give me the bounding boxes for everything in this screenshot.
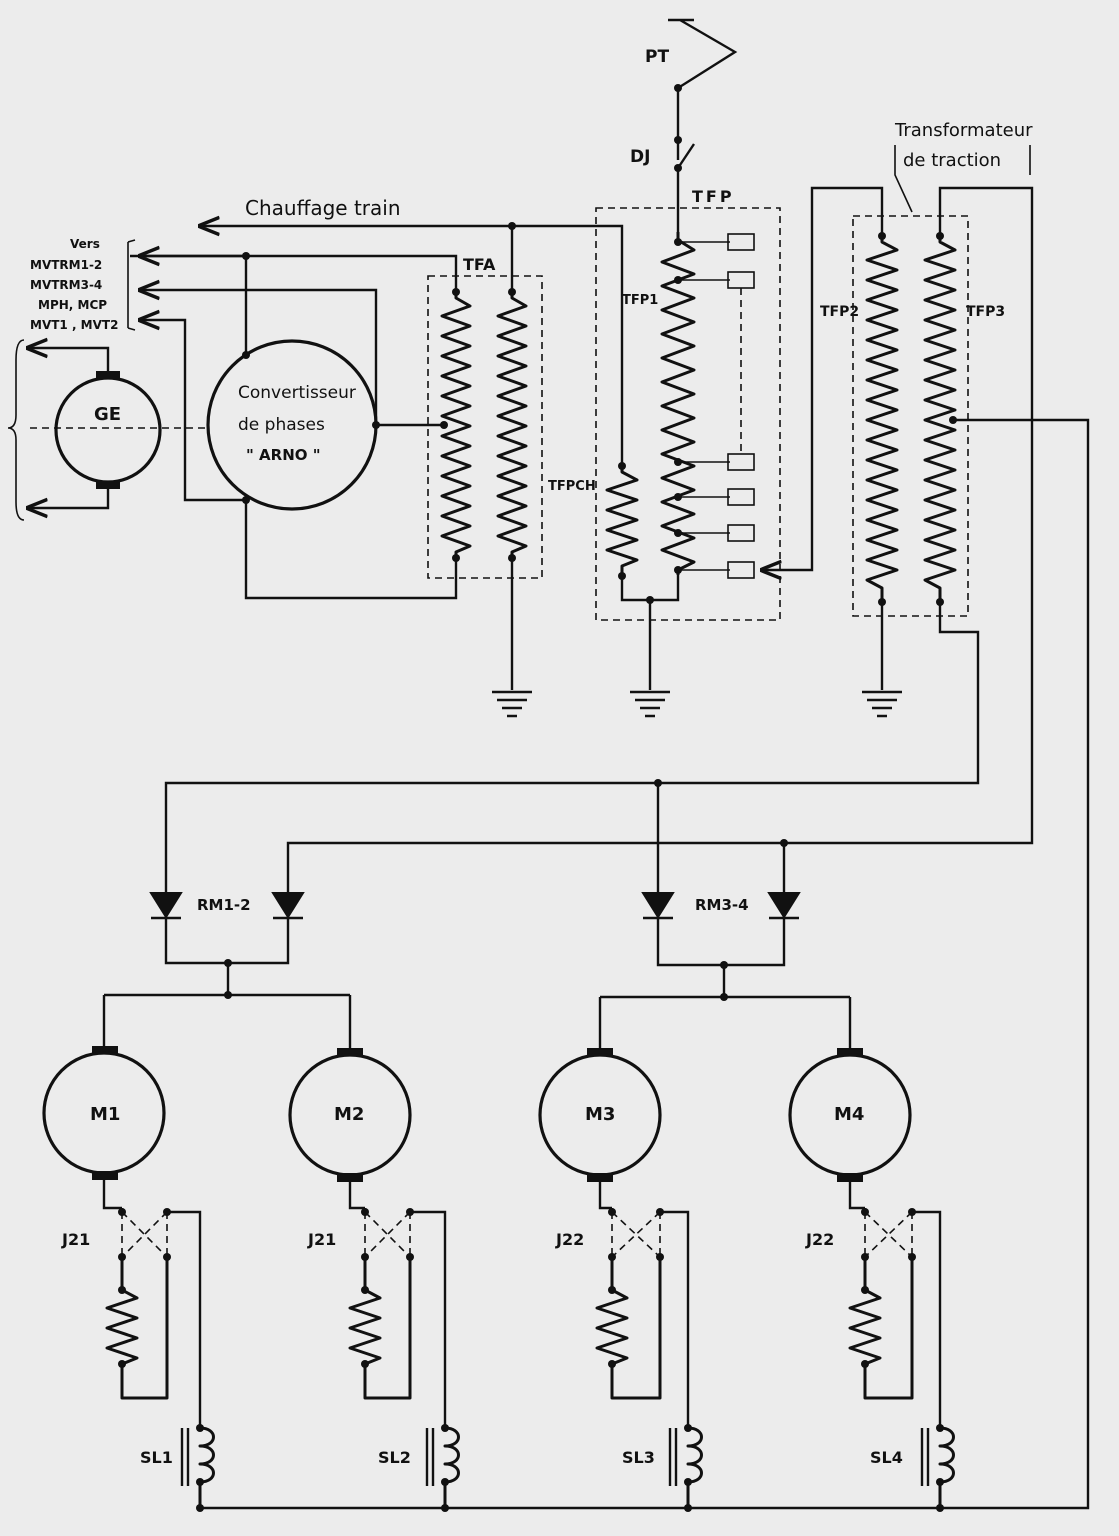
tfp1-label: TFP1 [622, 293, 658, 308]
arno-line1: Convertisseur [238, 383, 356, 403]
tfa-coil-left [440, 292, 472, 558]
chauffage-train-label: Chauffage train [245, 196, 401, 220]
motor-m1-field-circuit [102, 1180, 215, 1508]
transfo-label-line2: de traction [903, 150, 1001, 171]
vers-mph-mcp: MPH, MCP [38, 298, 107, 312]
ground-symbol-tfp [630, 690, 670, 718]
j21b-label: J21 [307, 1230, 336, 1249]
tfp1-coil [660, 232, 696, 575]
tfp2-label: TFP2 [820, 304, 859, 320]
motor-m3-field-circuit [595, 1182, 703, 1508]
sl2-label: SL2 [378, 1448, 411, 1467]
tfa-label: TFA [463, 255, 496, 274]
tfpch-label: TFPCH [548, 479, 596, 494]
motor-m4-field-circuit [848, 1182, 955, 1508]
m2-label: M2 [334, 1104, 364, 1125]
dj-label: DJ [630, 147, 650, 167]
pt-label: PT [645, 47, 669, 67]
m3-label: M3 [585, 1104, 615, 1125]
circuit-breaker-dj [676, 138, 695, 232]
pantograph [668, 18, 738, 138]
rm34-label: RM3-4 [695, 896, 749, 914]
arno-line2: de phases [238, 415, 325, 435]
j22b-label: J22 [805, 1230, 834, 1249]
sl1-label: SL1 [140, 1448, 173, 1467]
ge-label: GE [94, 404, 121, 425]
vers-mvtrm12: MVTRM1-2 [30, 258, 102, 272]
tfp3-label: TFP3 [966, 304, 1005, 320]
tfp3-coil [923, 236, 957, 602]
tfp-box [595, 207, 781, 621]
sl4-label: SL4 [870, 1448, 903, 1467]
vers-mvt: MVT1 , MVT2 [30, 318, 118, 332]
transfo-label-line1: Transformateur [894, 120, 1033, 141]
arno-line3: " ARNO " [246, 446, 321, 464]
tfpch-coil [605, 466, 639, 576]
generator-ge [54, 376, 162, 484]
ground-symbol-traction [862, 690, 902, 718]
m1-label: M1 [90, 1104, 120, 1125]
traction-transformer-box [852, 215, 969, 617]
j22a-label: J22 [555, 1230, 584, 1249]
vers-bracket [127, 239, 136, 331]
ground-symbol-tfa [492, 690, 532, 718]
j21a-label: J21 [61, 1230, 90, 1249]
chauffage-train-line [200, 226, 624, 466]
sl3-label: SL3 [622, 1448, 655, 1467]
motor-m1 [42, 1046, 166, 1180]
tfa-box [427, 275, 543, 579]
rm12-label: RM1-2 [197, 896, 251, 914]
tfa-coil-right [496, 292, 528, 558]
tfp2-coil [865, 236, 899, 602]
ge-shaft-bracket [7, 339, 25, 521]
tfp-label: TFP [692, 187, 735, 206]
vers-label: Vers [70, 237, 100, 251]
motor-m3 [538, 1048, 662, 1182]
tfp1-taps [678, 233, 755, 579]
vers-mvtrm34: MVTRM3-4 [30, 278, 102, 292]
motor-m2 [288, 1048, 412, 1182]
m4-label: M4 [834, 1104, 864, 1125]
motor-m4 [788, 1048, 912, 1182]
